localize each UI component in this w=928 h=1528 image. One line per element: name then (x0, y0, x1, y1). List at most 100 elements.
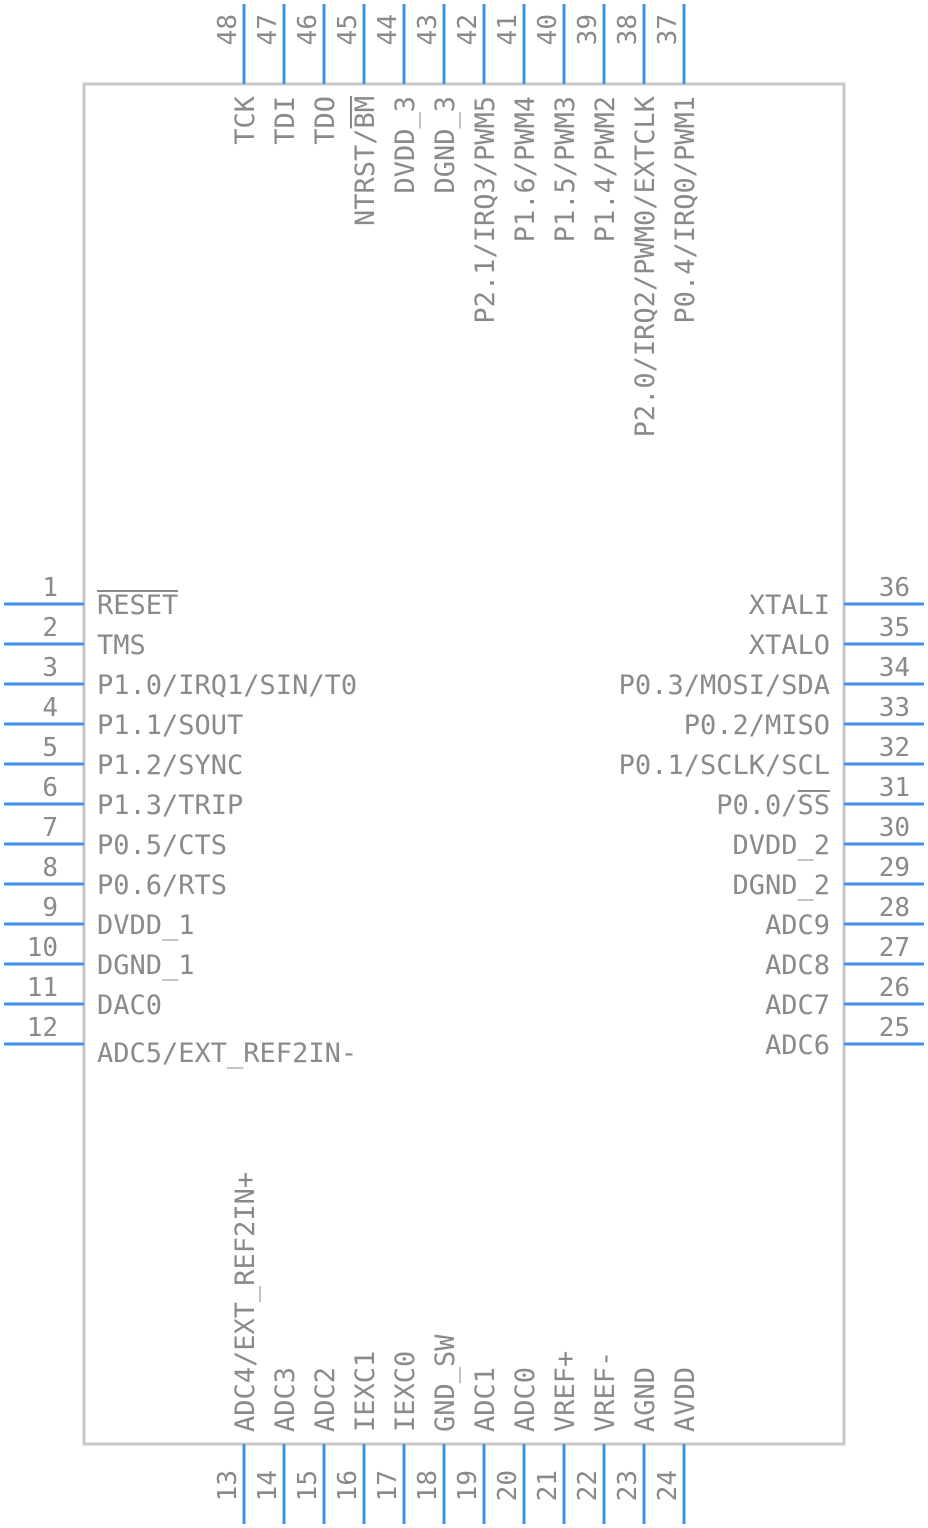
pin-label: P2.0/IRQ2/PWM0/EXTCLK (630, 95, 661, 437)
pin-label: P1.2/SYNC (97, 750, 243, 781)
pin-label: P1.3/TRIP (97, 790, 243, 821)
pin-number: 29 (879, 853, 910, 883)
pins-layer: 1RESET2TMS3P1.0/IRQ1/SIN/T04P1.1/SOUT5P1… (4, 4, 924, 1524)
pin-number: 41 (493, 14, 523, 45)
chip-body (82, 82, 846, 1446)
pin-number: 44 (373, 14, 403, 45)
pin-label: DGND_1 (97, 950, 195, 981)
pin-label: IEXC1 (350, 1351, 381, 1432)
pin-number: 9 (42, 893, 58, 923)
pin-number: 23 (613, 1470, 643, 1501)
pin-number: 3 (42, 653, 58, 683)
pin-label: ADC1 (470, 1367, 501, 1432)
pin-label: XTALI (749, 590, 830, 621)
pin-number: 5 (42, 733, 58, 763)
pin-number: 35 (879, 613, 910, 643)
pin-number: 16 (333, 1470, 363, 1501)
pin-label: TMS (97, 630, 146, 661)
pin-label: AGND (630, 1367, 661, 1432)
pin-13: 13 ADC4/EXT_REF2IN+ (213, 1172, 261, 1524)
pin-number: 37 (653, 14, 683, 45)
pin-number: 48 (213, 14, 243, 45)
pin-number: 38 (613, 14, 643, 45)
pin-label: P0.1/SCLK/SCL (619, 750, 830, 781)
pin-label: P0.3/MOSI/SDA (619, 670, 830, 701)
pin-label: P1.1/SOUT (97, 710, 243, 741)
pin-label: ADC7 (765, 990, 830, 1021)
pin-22: 22 VREF- (573, 1351, 621, 1524)
pin-label: ADC4/EXT_REF2IN+ (230, 1172, 261, 1432)
pin-23: 23 AGND (613, 1367, 661, 1524)
pin-label: NTRST/BM (350, 96, 381, 226)
pin-number: 32 (879, 733, 910, 763)
pin-21: 21 VREF+ (533, 1351, 581, 1524)
pin-6: 6P1.3/TRIP (4, 773, 243, 821)
pin-label: DVDD_2 (732, 830, 830, 861)
pin-label: ADC3 (270, 1367, 301, 1432)
pin-label: P1.6/PWM4 (510, 96, 541, 242)
pin-number: 8 (42, 853, 58, 883)
pin-number: 28 (879, 893, 910, 923)
pin-number: 15 (293, 1470, 323, 1501)
pin-label: P0.6/RTS (97, 870, 227, 901)
pin-label: IEXC0 (390, 1351, 421, 1432)
pin-number: 25 (879, 1013, 910, 1043)
pin-16: 16 IEXC1 (333, 1351, 381, 1524)
pin-label: P0.4/IRQ0/PWM1 (670, 96, 701, 324)
pin-label: VREF- (590, 1351, 621, 1432)
pin-label: XTALO (749, 630, 830, 661)
pin-label: DVDD_3 (390, 96, 421, 194)
pin-number: 13 (213, 1470, 243, 1501)
pin-label: TCK (230, 95, 261, 145)
pin-3: 3P1.0/IRQ1/SIN/T0 (4, 653, 357, 701)
pin-label: DGND_3 (430, 96, 461, 194)
pin-number: 4 (42, 693, 58, 723)
pin-label: P1.4/PWM2 (590, 96, 621, 242)
pin-number: 18 (413, 1470, 443, 1501)
pin-label: DGND_2 (732, 870, 830, 901)
pin-label: ADC2 (310, 1367, 341, 1432)
pin-number: 30 (879, 813, 910, 843)
pin-number: 46 (293, 14, 323, 45)
pin-number: 22 (573, 1470, 603, 1501)
pin-number: 24 (653, 1470, 683, 1501)
pin-label: P0.0/SS (716, 790, 830, 821)
pin-7: 7P0.5/CTS (4, 813, 227, 861)
pin-15: 15 ADC2 (293, 1367, 341, 1524)
pin-number: 20 (493, 1470, 523, 1501)
pin-number: 33 (879, 693, 910, 723)
pin-label: P1.0/IRQ1/SIN/T0 (97, 670, 357, 701)
pin-number: 36 (879, 573, 910, 603)
pin-number: 31 (879, 773, 910, 803)
pin-label: TDO (310, 96, 341, 145)
pin-label: P2.1/IRQ3/PWM5 (470, 96, 501, 324)
pin-number: 21 (533, 1470, 563, 1501)
pin-number: 45 (333, 14, 363, 45)
pin-label: VREF+ (550, 1351, 581, 1432)
pin-label: ADC8 (765, 950, 830, 981)
